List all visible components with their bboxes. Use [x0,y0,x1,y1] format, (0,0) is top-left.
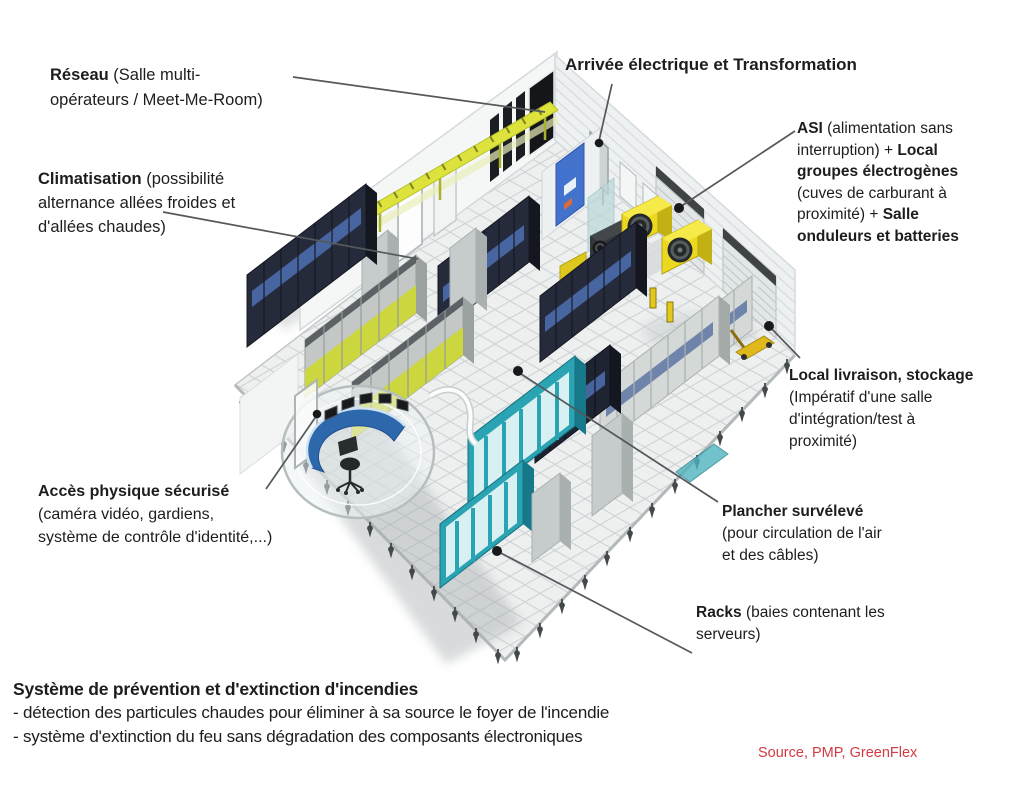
label-title: Système de prévention et d'extinction d'… [13,679,419,699]
label-plancher: Plancher survélevé (pour circulation de … [722,501,882,567]
label-segment: Plancher survélevé [722,503,864,520]
label-line: (Impératif d'une salle [789,387,973,409]
label-acces-physique: Accès physique sécurisé (caméra vidéo, g… [38,480,272,549]
label-line: groupes électrogènes [797,161,959,183]
label-line: Racks (baies contenant les [696,602,885,624]
label-segment: (cuves de carburant à [797,184,947,202]
label-segment: système de contrôle d'identité,...) [38,529,273,546]
label-segment: Arrivée électrique et Transformation [565,55,857,74]
security-booth [239,352,436,520]
callout-dots [312,138,774,556]
label-segment: ASI [797,120,823,137]
label-line: (pour circulation de l'air [722,523,882,545]
label-line: - système d'extinction du feu sans dégra… [13,725,609,749]
label-local-livraison: Local livraison, stockage (Impératif d'u… [789,365,973,453]
label-line: (cuves de carburant à [797,183,959,205]
label-line: (caméra vidéo, gardiens, [38,503,272,526]
label-line: onduleurs et batteries [797,226,959,248]
label-segment: proximité) + [797,206,883,223]
label-segment: interruption) + [797,141,898,159]
label-line: Accès physique sécurisé [38,480,272,503]
source-text: Source, PMP, GreenFlex [758,745,918,761]
label-segment: (possibilité [141,170,225,188]
label-line: d'allées chaudes) [38,215,235,239]
glass-panel [675,443,729,483]
label-line: ASI (alimentation sans [797,118,959,140]
booth-monitors [324,392,409,421]
label-line: proximité) + Salle [797,204,959,226]
label-segment: alternance allées froides et [38,194,236,212]
label-racks: Racks (baies contenant les serveurs) [696,602,885,646]
floor-cable-duct [428,386,479,447]
label-segment: groupes électrogènes [797,163,959,180]
label-arrivee-electrique: Arrivée électrique et Transformation [565,54,857,76]
label-asi: ASI (alimentation sans interruption) + L… [797,118,959,247]
label-segment: Salle [882,206,919,223]
label-segment: Accès physique sécurisé [38,483,230,500]
label-segment: (alimentation sans [822,120,953,137]
label-segment: serveurs) [696,626,761,643]
label-segment: - système d'extinction du feu sans dégra… [13,727,583,746]
label-segment: (baies contenant les [741,604,885,621]
label-line: - détection des particules chaudes pour … [13,701,609,725]
teal-rack-rows [467,354,633,518]
source-credit: Source, PMP, GreenFlex [758,745,917,761]
label-line: serveurs) [696,624,885,646]
label-line: Local livraison, stockage [789,365,973,387]
label-segment: Racks [696,604,742,621]
label-segment: (Impératif d'une salle [789,389,933,406]
label-segment: Climatisation [38,170,142,188]
label-line: Réseau (Salle multi- [50,63,263,88]
label-segment: et des câbles) [722,547,819,564]
label-segment: Local livraison, stockage [789,367,974,384]
label-line: interruption) + Local [797,140,959,162]
label-segment: Réseau [50,66,109,84]
label-line: proximité) [789,431,973,453]
label-line: opérateurs / Meet-Me-Room) [50,88,263,113]
label-line: Plancher survélevé [722,501,882,523]
label-segment: d'intégration/test à [789,411,916,428]
label-segment: proximité) [789,433,858,450]
label-segment: (pour circulation de l'air [722,525,882,542]
label-segment: - détection des particules chaudes pour … [13,703,610,722]
label-systeme-incendie: Système de prévention et d'extinction d'… [13,677,609,749]
label-segment: (caméra vidéo, gardiens, [38,506,215,523]
label-reseau: Réseau (Salle multi- opérateurs / Meet-M… [50,63,263,113]
label-segment: Local [897,141,938,159]
callout-lines [162,76,801,654]
label-segment: onduleurs et batteries [797,227,959,245]
label-line: système de contrôle d'identité,...) [38,526,272,549]
label-line: alternance allées froides et [38,191,235,215]
label-segment: (Salle multi- [108,66,201,84]
office-chair [336,436,364,495]
label-line: d'intégration/test à [789,409,973,431]
label-segment: d'allées chaudes) [38,218,166,236]
teal-rack-row-front [439,458,571,590]
label-segment: opérateurs / Meet-Me-Room) [50,91,263,109]
label-line: Climatisation (possibilité [38,167,235,191]
label-climatisation: Climatisation (possibilité alternance al… [38,167,235,239]
label-line: Arrivée électrique et Transformation [565,54,857,76]
loading-dock [649,287,775,360]
label-line: et des câbles) [722,545,882,567]
